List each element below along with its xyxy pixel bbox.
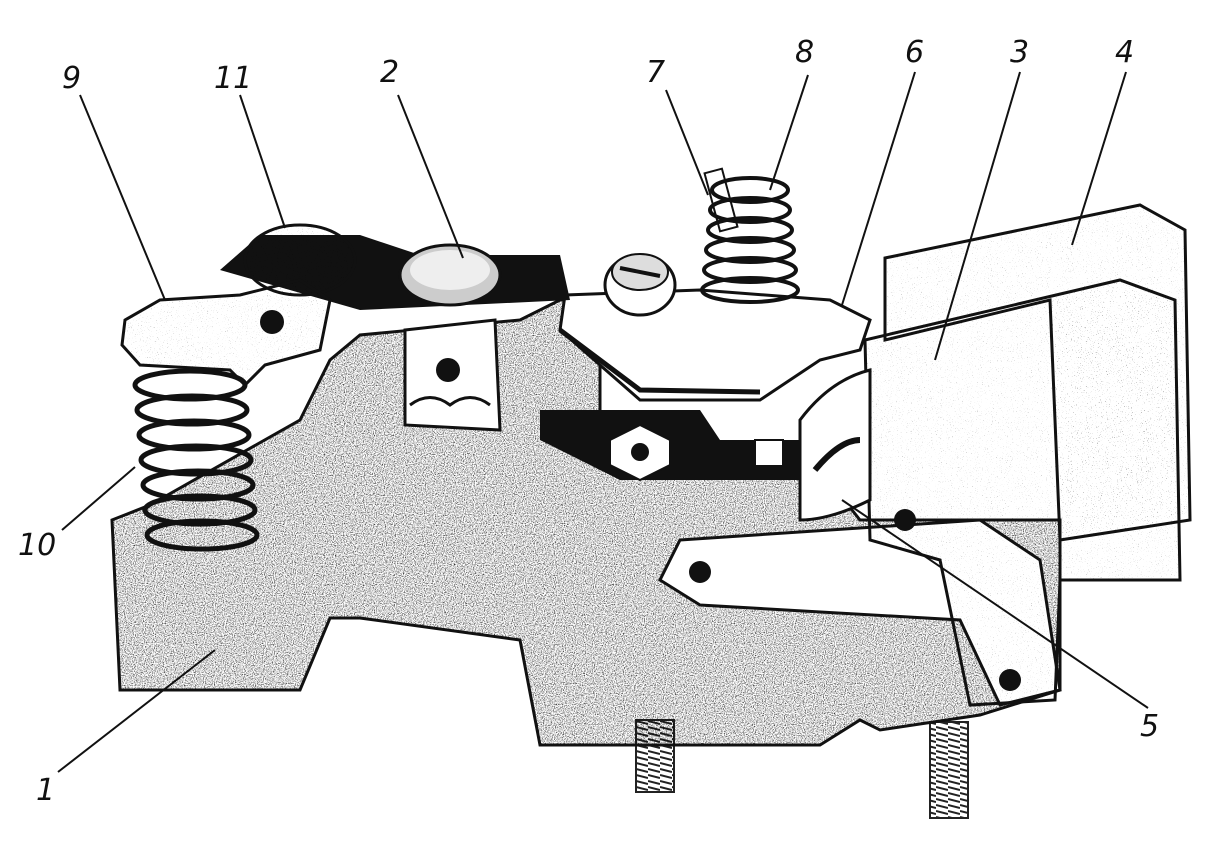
adjustment-screw [603,253,677,317]
callout-10: 10 [18,528,56,563]
callout-8: 8 [795,35,814,70]
callout-labels: 1 2 3 4 5 6 7 8 9 10 11 [18,35,1159,808]
leader-lines [57,71,1149,773]
rocker-arm [120,278,332,388]
center-recess [540,410,820,482]
callout-6: 6 [905,35,924,70]
side-bracket [403,318,502,432]
lever-arm [558,288,872,402]
callout-11: 11 [214,61,252,96]
callout-9: 9 [62,61,81,96]
callout-1: 1 [36,773,55,808]
callout-4: 4 [1115,35,1134,70]
callout-7: 7 [646,55,665,90]
callout-2: 2 [380,55,399,90]
callout-5: 5 [1140,709,1159,744]
upper-spring [700,167,800,304]
cover-plate-front [863,278,1182,707]
contact-arm [798,368,872,522]
callout-3: 3 [1010,35,1029,70]
lower-spring [132,368,260,552]
